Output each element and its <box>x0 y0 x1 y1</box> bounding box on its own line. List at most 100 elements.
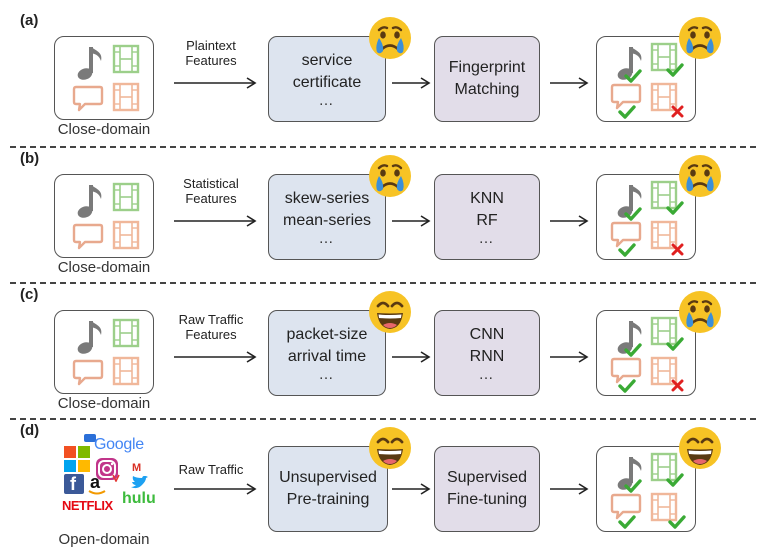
feature-box: skew-series mean-series … <box>268 174 386 260</box>
arrow-right-icon <box>550 77 589 89</box>
source-apps-box <box>54 174 154 258</box>
check-icon <box>618 105 636 119</box>
domain-label: Open-domain <box>58 531 150 548</box>
row-label: (d) <box>20 422 40 439</box>
arrow-right-icon <box>392 351 431 363</box>
check-icon <box>618 379 636 393</box>
happy-face-icon <box>678 426 722 470</box>
video-orange-icon <box>112 82 140 112</box>
feature-type-label: Plaintext Features <box>168 38 254 68</box>
arrow-right-icon <box>550 215 589 227</box>
model-line-2: Fine-tuning <box>446 491 528 508</box>
row-a: (a) Close-domain Plaintext Features serv… <box>0 8 766 138</box>
feature-type-line-2: Features <box>185 191 237 206</box>
model-line-1: Supervised <box>446 469 528 486</box>
feature-line-2: certificate <box>292 74 362 91</box>
feature-line-3: … <box>318 230 336 247</box>
video-green-icon <box>650 316 678 346</box>
arrow-right-icon <box>174 351 257 363</box>
cross-icon <box>671 379 684 392</box>
app-logos-cluster: Google M f a NETFLIX hulu <box>60 432 160 518</box>
chat-bubble-icon <box>72 85 104 112</box>
feature-type-line-2: Features <box>185 53 237 68</box>
feature-line-1: skew-series <box>284 190 370 207</box>
model-line-2: RNN <box>469 348 505 365</box>
result-box <box>596 446 696 532</box>
music-note-icon <box>74 319 104 358</box>
video-green-icon <box>650 180 678 210</box>
video-orange-icon <box>112 220 140 250</box>
netflix-logo: NETFLIX <box>62 498 113 513</box>
feature-line-1: service <box>301 52 353 69</box>
feature-type-label: Raw Traffic <box>168 462 254 477</box>
feature-line-1: packet-size <box>286 326 368 343</box>
domain-label: Close-domain <box>57 259 151 276</box>
dashed-divider <box>10 282 756 284</box>
feature-type-line-1: Raw Traffic <box>178 462 244 477</box>
source-apps-box <box>54 36 154 120</box>
arrow-right-icon <box>550 351 589 363</box>
chat-bubble-icon <box>610 221 642 248</box>
feature-line-3: … <box>318 366 336 383</box>
row-label: (a) <box>20 12 39 29</box>
sad-face-icon <box>678 290 722 334</box>
app-icons <box>72 318 140 386</box>
chat-bubble-icon <box>610 83 642 110</box>
hulu-logo: hulu <box>122 490 156 507</box>
feature-line-2: Pre-training <box>286 491 370 508</box>
model-box: KNN RF … <box>434 174 540 260</box>
arrow-right-icon <box>174 77 257 89</box>
video-orange-icon <box>650 492 678 522</box>
feature-type-line-1: Raw Traffic <box>178 312 244 327</box>
video-green-icon <box>650 42 678 72</box>
video-green-icon <box>112 44 140 74</box>
model-line-2: Matching <box>454 81 520 98</box>
model-line-2: RF <box>476 212 498 229</box>
feature-type-label: Statistical Features <box>168 176 254 206</box>
check-icon <box>618 243 636 257</box>
model-line-3: … <box>478 366 496 383</box>
video-green-icon <box>112 182 140 212</box>
arrow-right-icon <box>174 483 257 495</box>
vine-logo-icon <box>112 474 120 482</box>
windows-logo-icon <box>64 446 90 472</box>
instagram-logo-icon <box>96 458 118 480</box>
domain-label: Close-domain <box>57 395 151 412</box>
chat-bubble-icon <box>610 357 642 384</box>
model-line-3: … <box>478 230 496 247</box>
arrow-right-icon <box>550 483 589 495</box>
video-orange-icon <box>112 356 140 386</box>
row-d: (d) Google M f a NETFLIX <box>0 418 766 548</box>
twitter-logo-icon <box>131 476 148 489</box>
feature-type-line-1: Plaintext <box>186 38 236 53</box>
chat-bubble-icon <box>72 359 104 386</box>
arrow-right-icon <box>392 483 431 495</box>
source-apps-box <box>54 310 154 394</box>
cross-icon <box>671 243 684 256</box>
feature-type-line-2: Features <box>185 327 237 342</box>
google-logo: Google <box>94 436 144 453</box>
feature-type-label: Raw Traffic Features <box>168 312 254 342</box>
chat-bubble-icon <box>610 493 642 520</box>
feature-line-2: mean-series <box>282 212 372 229</box>
check-icon <box>618 515 636 529</box>
video-green-icon <box>112 318 140 348</box>
model-line-1: CNN <box>469 326 505 343</box>
domain-label: Close-domain <box>57 121 151 138</box>
feature-line-2: arrival time <box>287 348 367 365</box>
model-line-1: KNN <box>470 190 504 207</box>
sad-face-icon <box>368 154 412 198</box>
chat-bubble-icon <box>72 223 104 250</box>
music-note-icon <box>74 45 104 84</box>
dashed-divider <box>10 418 756 420</box>
result-box <box>596 174 696 260</box>
row-b: (b) Close-domain Statistical Features sk… <box>0 146 766 276</box>
music-note-icon <box>74 183 104 222</box>
sad-face-icon <box>678 16 722 60</box>
arrow-right-icon <box>174 215 257 227</box>
feature-box: packet-size arrival time … <box>268 310 386 396</box>
dashed-divider <box>10 146 756 148</box>
model-box: Supervised Fine-tuning <box>434 446 540 532</box>
sad-face-icon <box>678 154 722 198</box>
model-line-1: Fingerprint <box>448 59 526 76</box>
